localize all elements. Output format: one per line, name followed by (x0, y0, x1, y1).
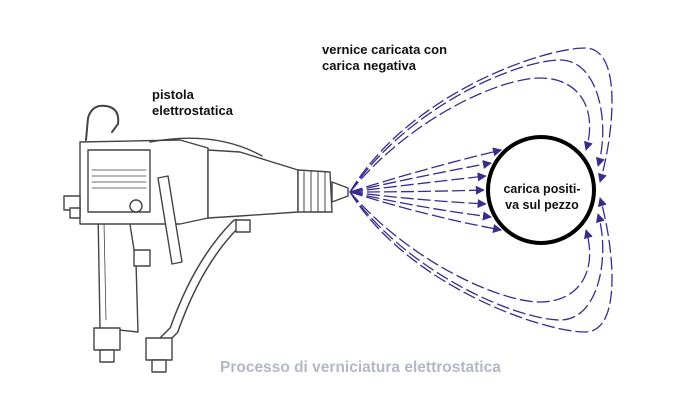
field-arc-bottom (349, 191, 593, 303)
workpiece-circle (486, 135, 596, 245)
diagram-caption: Processo di verniciatura elettrostatica (220, 359, 501, 376)
field-line (349, 159, 492, 193)
field-arc-top (349, 59, 605, 193)
gun-label: pistola elettrostatica (152, 87, 233, 119)
spray-field-lines (349, 47, 613, 333)
field-line (349, 191, 503, 233)
field-line (349, 191, 492, 221)
field-arc-bottom (349, 191, 605, 321)
workpiece-charge-label: carica positi- va sul pezzo (488, 181, 596, 213)
field-arc-bottom (349, 191, 613, 333)
field-arc-top (349, 47, 613, 193)
spray-gun-illustration (63, 104, 349, 373)
paint-charge-label-line: vernice caricata con (322, 42, 448, 57)
workpiece-charge-label-line: carica positi- (503, 182, 581, 196)
field-line (349, 172, 487, 193)
paint-charge-label-line: carica negativa (322, 58, 416, 73)
field-line (349, 185, 485, 195)
gun-label-line: elettrostatica (152, 103, 233, 118)
paint-charge-label: vernice caricata con carica negativa (322, 42, 447, 74)
workpiece-charge-label-line: va sul pezzo (505, 198, 579, 212)
field-line (349, 191, 487, 209)
gun-label-line: pistola (152, 87, 194, 102)
field-line (349, 147, 503, 193)
field-arc-top (349, 77, 593, 193)
